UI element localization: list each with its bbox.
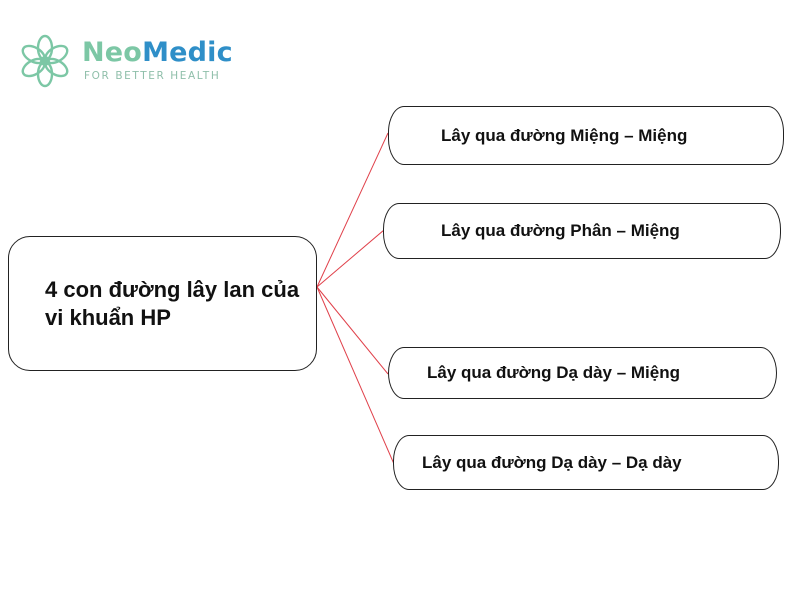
branch-box-feces-to-mouth: Lây qua đường Phân – Miệng [383,203,781,259]
brand-tagline: FOR BETTER HEALTH [84,70,221,82]
neomedic-logo: NeoMedic FOR BETTER HEALTH [18,34,238,88]
branch-box-mouth-to-mouth: Lây qua đường Miệng – Miệng [388,106,784,165]
branch-label: Lây qua đường Miệng – Miệng [441,125,688,145]
branch-label: Lây qua đường Phân – Miệng [441,221,680,240]
brand-name-part2: Medic [142,37,233,68]
central-topic-box: 4 con đường lây lan của vi khuẩn HP [8,236,317,371]
branch-label: Lây qua đường Dạ dày – Dạ dày [422,452,682,472]
branch-box-stomach-to-stomach: Lây qua đường Dạ dày – Dạ dày [393,435,779,490]
central-topic-text: 4 con đường lây lan của vi khuẩn HP [45,276,300,330]
connector-line-3 [316,286,389,375]
connector-line-4 [316,286,395,465]
brand-name-part1: Neo [82,37,143,68]
branch-box-stomach-to-mouth: Lây qua đường Dạ dày – Miệng [388,347,777,399]
brand-name: NeoMedic [82,38,233,68]
flower-icon [21,34,69,88]
connector-line-2 [316,229,385,288]
branch-label: Lây qua đường Dạ dày – Miệng [427,363,680,382]
connector-line-1 [316,132,389,288]
